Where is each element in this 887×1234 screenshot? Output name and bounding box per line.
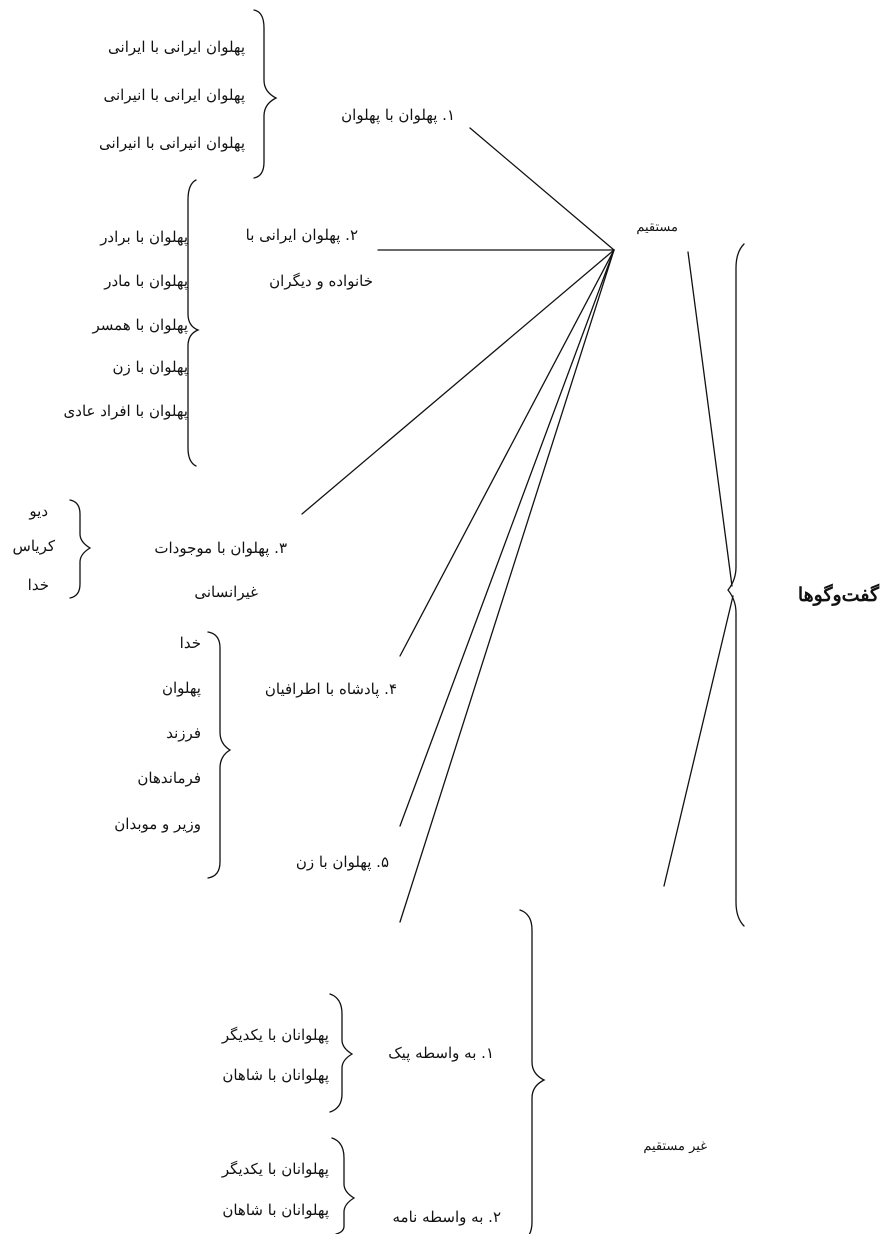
brace-indirect bbox=[519, 909, 546, 1234]
direct-group-2-item: پهلوان با برادر bbox=[100, 228, 188, 246]
direct-group-4-item: فرماندهان bbox=[137, 769, 201, 787]
direct-group-3-item: کریاس bbox=[12, 537, 55, 555]
indirect-group-2-item: پهلوانان با شاهان bbox=[222, 1201, 329, 1219]
indirect-label: غیر مستقیم bbox=[643, 1139, 707, 1154]
direct-group-4-label: ۴. پادشاه با اطرافیان bbox=[264, 680, 397, 698]
direct-group-2-label: ۲. پهلوان ایرانی با bbox=[245, 226, 358, 244]
direct-group-4-item: خدا bbox=[179, 634, 201, 652]
edge-direct-group-1 bbox=[469, 127, 615, 251]
root-label: گفت‌وگوها bbox=[797, 584, 879, 606]
direct-group-1-item: پهلوان ایرانی با ایرانی bbox=[108, 38, 245, 56]
brace-group-1 bbox=[253, 9, 278, 179]
edge-root-indirect bbox=[663, 595, 734, 887]
indirect-group-1-item: پهلوانان با یکدیگر bbox=[221, 1026, 329, 1044]
indirect-group-1-label: ۱. به واسطه پیک bbox=[388, 1044, 494, 1062]
brace-group-2 bbox=[187, 179, 200, 467]
direct-group-1-item: پهلوان انیرانی با انیرانی bbox=[98, 134, 245, 152]
edge-direct-group-5b bbox=[399, 249, 615, 923]
direct-group-4-item: فرزند bbox=[166, 724, 201, 742]
brace-group-3 bbox=[69, 499, 92, 599]
direct-group-4-item: پهلوان bbox=[162, 679, 201, 697]
direct-group-1-item: پهلوان ایرانی با انیرانی bbox=[103, 86, 246, 104]
direct-group-3-item: دیو bbox=[29, 502, 48, 520]
direct-group-2-item: پهلوان با مادر bbox=[104, 272, 188, 290]
edge-direct-group-5a bbox=[399, 249, 615, 827]
direct-group-5-label: ۵. پهلوان با زن bbox=[295, 853, 389, 871]
brace-indirect-group-2 bbox=[331, 1137, 356, 1234]
direct-group-1-label: ۱. پهلوان با پهلوان bbox=[341, 106, 455, 124]
direct-group-3-label: ۳. پهلوان با موجودات bbox=[154, 539, 287, 557]
direct-group-4-item: وزیر و موبدان bbox=[114, 815, 201, 833]
edge-direct-group-3 bbox=[301, 249, 615, 515]
direct-group-2-item: پهلوان با افراد عادی bbox=[63, 402, 188, 420]
indirect-group-2-item: پهلوانان با یکدیگر bbox=[221, 1160, 329, 1178]
root-bracket bbox=[727, 243, 745, 927]
direct-group-2-item: پهلوان با زن bbox=[112, 358, 188, 376]
direct-label: مستقیم bbox=[636, 220, 678, 235]
direct-group-3-label: غیرانسانی bbox=[194, 583, 258, 601]
edge-root-direct bbox=[687, 251, 733, 587]
direct-group-2-item: پهلوان با همسر bbox=[92, 316, 188, 334]
indirect-group-1-item: پهلوانان با شاهان bbox=[222, 1066, 329, 1084]
brace-indirect-group-1 bbox=[329, 993, 354, 1113]
edge-direct-group-4 bbox=[399, 249, 615, 657]
direct-group-2-label: خانواده و دیگران bbox=[269, 272, 373, 290]
indirect-group-2-label: ۲. به واسطه نامه bbox=[392, 1208, 502, 1226]
direct-group-3-item: خدا bbox=[27, 576, 49, 594]
brace-group-4 bbox=[207, 631, 232, 879]
